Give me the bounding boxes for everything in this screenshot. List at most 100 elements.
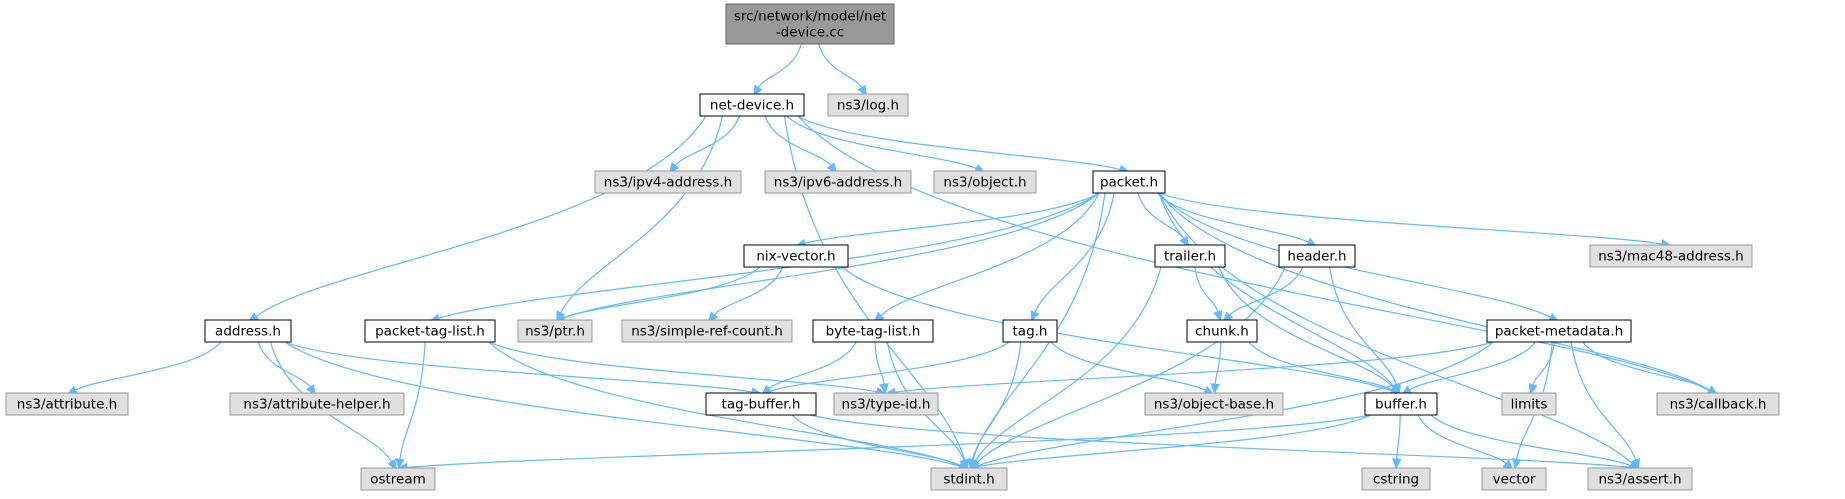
node-box-objectbase	[1144, 392, 1284, 416]
edge-address-to-ostream	[269, 341, 393, 462]
node-cstring: cstring	[1361, 467, 1431, 491]
node-label-stdint: stdint.h	[943, 472, 994, 488]
node-label-chunk: chunk.h	[1195, 324, 1249, 340]
node-bytetaglist[interactable]: byte-tag-list.h	[812, 319, 934, 343]
edge-root-to-log	[818, 43, 863, 88]
edge-header-to-buffer	[1329, 266, 1398, 386]
edge-tag-to-stdint	[971, 341, 1022, 460]
node-label-netdevice: net-device.h	[710, 98, 794, 114]
edge-tag-to-tagbuffer	[769, 341, 1010, 392]
edge-tag-to-objectbase	[1050, 341, 1206, 391]
node-box-ptr	[517, 319, 593, 343]
edge-bytetaglist-to-tagbuffer	[768, 341, 857, 390]
node-chunk[interactable]: chunk.h	[1186, 319, 1258, 343]
edge-packetmetadata-to-limits	[1532, 341, 1556, 386]
node-nixvector[interactable]: nix-vector.h	[743, 244, 849, 268]
node-box-cstring	[1361, 467, 1431, 491]
edge-packet-to-packettaglist	[438, 192, 1100, 319]
node-assert: ns3/assert.h	[1587, 467, 1693, 491]
node-objectbase: ns3/object-base.h	[1144, 392, 1284, 416]
node-box-nixvector	[743, 244, 849, 268]
arrowhead-packetmetadata-to-limits	[1528, 383, 1538, 395]
node-label-ipv6: ns3/ipv6-address.h	[774, 175, 902, 191]
node-box-trailer	[1154, 244, 1226, 268]
node-label-bytetaglist: byte-tag-list.h	[826, 324, 921, 340]
node-ptr: ns3/ptr.h	[517, 319, 593, 343]
arrowhead-netdevice-to-ipv4	[668, 162, 680, 174]
arrowhead-packetmetadata-to-vector	[1512, 458, 1522, 470]
node-label-attribute: ns3/attribute.h	[17, 397, 117, 413]
edge-netdevice-to-ipv4	[674, 115, 740, 166]
edge-bytetaglist-to-typeid	[874, 341, 885, 385]
edge-nixvector-to-buffer	[841, 266, 1393, 392]
node-label-address: address.h	[215, 324, 281, 340]
node-box-log	[827, 93, 909, 117]
edge-nixvector-to-ptr	[563, 266, 761, 319]
node-box-header	[1278, 244, 1356, 268]
node-header[interactable]: header.h	[1278, 244, 1356, 268]
edge-trailer-to-stdint	[974, 266, 1162, 462]
node-box-mac48	[1589, 244, 1753, 268]
node-tag[interactable]: tag.h	[1002, 319, 1058, 343]
node-box-chunk	[1186, 319, 1258, 343]
node-label-nixvector: nix-vector.h	[756, 249, 835, 265]
node-packetmetadata[interactable]: packet-metadata.h	[1486, 319, 1632, 343]
node-address[interactable]: address.h	[204, 319, 292, 343]
node-label-objectbase: ns3/object-base.h	[1154, 397, 1274, 413]
node-label-mac48: ns3/mac48-address.h	[1598, 249, 1744, 265]
edge-root-to-netdevice	[757, 43, 802, 88]
node-box-attribute	[5, 392, 129, 416]
node-packet[interactable]: packet.h	[1092, 170, 1166, 194]
node-root[interactable]: src/network/model/net-device.cc	[725, 3, 895, 45]
edge-packet-to-bytetaglist	[880, 192, 1100, 317]
node-log: ns3/log.h	[827, 93, 909, 117]
edge-address-to-attributehelper	[257, 341, 311, 388]
node-packettaglist[interactable]: packet-tag-list.h	[364, 319, 496, 343]
node-label-vector: vector	[1493, 472, 1536, 488]
node-box-ostream	[360, 467, 436, 491]
node-label-tagbuffer: tag-buffer.h	[722, 397, 801, 413]
edge-packettaglist-to-stdint	[488, 341, 961, 467]
node-label-ipv4: ns3/ipv4-address.h	[604, 175, 732, 191]
edge-packettaglist-to-typeid	[488, 341, 878, 393]
node-tagbuffer[interactable]: tag-buffer.h	[705, 392, 817, 416]
node-limits: limits	[1501, 392, 1557, 416]
node-label-cstring: cstring	[1373, 472, 1419, 488]
nodes-layer: src/network/model/net-device.cc net-devic…	[5, 3, 1780, 491]
node-label-limits: limits	[1511, 397, 1548, 413]
node-label-object: ns3/object.h	[943, 175, 1026, 191]
arrowhead-buffer-to-cstring	[1391, 458, 1402, 470]
node-label-packet: packet.h	[1100, 175, 1158, 191]
edge-trailer-to-buffer	[1218, 266, 1395, 389]
node-label-assert: ns3/assert.h	[1598, 472, 1681, 488]
node-box-tag	[1002, 319, 1058, 343]
node-callback: ns3/callback.h	[1656, 392, 1780, 416]
node-box-ipv4	[594, 170, 742, 194]
node-box-packettaglist	[364, 319, 496, 343]
edge-tagbuffer-to-stdint	[791, 414, 961, 466]
node-netdevice[interactable]: net-device.h	[699, 93, 805, 117]
node-attributehelper: ns3/attribute-helper.h	[229, 392, 405, 416]
node-box-object	[933, 170, 1037, 194]
edge-packet-to-packetmetadata	[1158, 192, 1551, 318]
node-box-bytetaglist	[812, 319, 934, 343]
node-label-log: ns3/log.h	[837, 98, 899, 114]
node-box-attributehelper	[229, 392, 405, 416]
node-box-limits	[1501, 392, 1557, 416]
edge-packet-to-nixvector	[804, 192, 1100, 245]
edge-tagbuffer-to-assert	[809, 414, 1632, 469]
node-label-packetmetadata: packet-metadata.h	[1495, 324, 1623, 340]
edge-buffer-to-vector	[1417, 414, 1507, 465]
node-box-assert	[1587, 467, 1693, 491]
node-label-ptr: ns3/ptr.h	[525, 324, 585, 340]
node-box-packet	[1092, 170, 1166, 194]
edge-packet-to-ptr	[563, 192, 1100, 319]
edge-packet-to-tag	[1034, 192, 1115, 313]
node-box-callback	[1656, 392, 1780, 416]
node-box-packetmetadata	[1486, 319, 1632, 343]
arrowhead-address-to-ostream	[387, 458, 397, 471]
node-buffer[interactable]: buffer.h	[1364, 392, 1438, 416]
edge-chunk-to-buffer	[1248, 341, 1393, 391]
node-trailer[interactable]: trailer.h	[1154, 244, 1226, 268]
